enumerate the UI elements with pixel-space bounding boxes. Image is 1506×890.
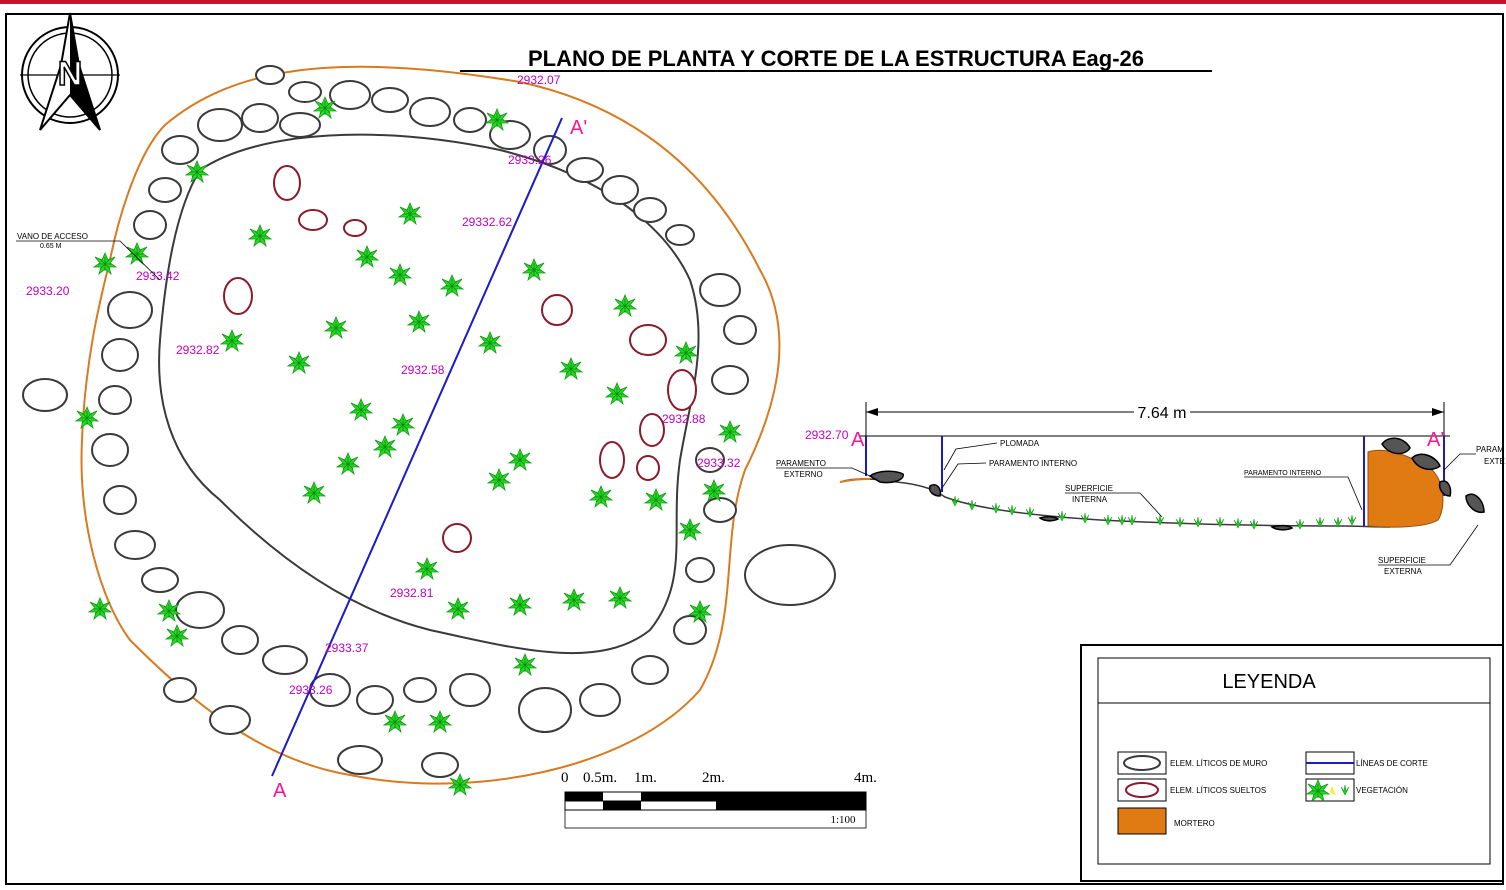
dimension-value: 7.64 m bbox=[1138, 405, 1187, 422]
section-letter-a-prime: A' bbox=[1427, 429, 1444, 451]
label-superficie-externa: EXTERNA bbox=[1384, 567, 1422, 576]
access-label: VANO DE ACCESO bbox=[17, 232, 88, 241]
legend-label: ELEM. LÍTICOS DE MURO bbox=[1170, 759, 1267, 768]
legend-title: LEYENDA bbox=[1222, 671, 1316, 693]
scale-tick-label: 0.5m. bbox=[583, 770, 617, 786]
section-view: 7.64 m bbox=[776, 402, 1505, 576]
svg-text:N: N bbox=[58, 55, 83, 93]
scale-tick-label: 2m. bbox=[702, 770, 725, 786]
label-plomada: PLOMADA bbox=[1000, 439, 1040, 448]
elevation-label: 2932.58 bbox=[401, 363, 445, 377]
label-paramento-right: PARAM bbox=[1476, 445, 1504, 454]
leader-line bbox=[1378, 524, 1479, 566]
leader-line bbox=[941, 462, 987, 489]
vegetation-section bbox=[950, 495, 1357, 530]
loose-stones bbox=[223, 165, 697, 553]
vegetation-icon bbox=[1306, 779, 1350, 802]
wall-stones bbox=[22, 65, 836, 778]
sheet-frame bbox=[5, 13, 1504, 885]
section-letter-a: A bbox=[851, 429, 865, 451]
legend-label: LÍNEAS DE CORTE bbox=[1356, 759, 1428, 768]
access-leader bbox=[119, 240, 161, 281]
inner-wall-line bbox=[158, 133, 700, 655]
elevation-label: 2933.32 bbox=[697, 456, 741, 470]
label-superficie-interna: INTERNA bbox=[1072, 495, 1108, 504]
sheet-border-top bbox=[0, 0, 1506, 4]
wall-stone-icon bbox=[1123, 755, 1161, 771]
legend: LEYENDA ELEM. LÍTICOS DE MURO ELEM. LÍTI… bbox=[1080, 644, 1504, 882]
elevation-label: 29332.62 bbox=[462, 215, 512, 229]
structure-outline bbox=[80, 65, 781, 785]
loose-stone-icon bbox=[1125, 782, 1159, 798]
scale-tick-label: 4m. bbox=[854, 770, 877, 786]
drawing-title: PLANO DE PLANTA Y CORTE DE LA ESTRUCTURA… bbox=[528, 46, 1144, 71]
label-paramento-externo: EXTERNO bbox=[784, 470, 823, 479]
elevation-label: 2932.81 bbox=[390, 586, 434, 600]
label-superficie-interna: SUPERFICIE bbox=[1065, 484, 1113, 493]
label-superficie-externa: SUPERFICIE bbox=[1378, 556, 1426, 565]
elevation-label: 2932.82 bbox=[176, 343, 220, 357]
scale-bar: 0 0.5m. 1m. 2m. 4m. 1:100 bbox=[561, 770, 877, 829]
mortar-swatch-icon bbox=[1117, 807, 1167, 835]
dimension-arrow bbox=[1432, 408, 1444, 416]
cut-label-a: A bbox=[273, 780, 287, 802]
label-paramento-externo: PARAMENTO bbox=[776, 459, 826, 468]
elevation-label: 2932.07 bbox=[517, 73, 561, 87]
dimension-arrow bbox=[866, 408, 878, 416]
ground-profile-left bbox=[839, 478, 871, 483]
elevation-label: 2932.88 bbox=[662, 412, 706, 426]
legend-label: VEGETACIÓN bbox=[1356, 786, 1408, 795]
elevation-label: 2933.26 bbox=[289, 683, 333, 697]
leader-line bbox=[776, 467, 871, 477]
leader-line bbox=[1244, 476, 1363, 511]
scale-tick-label: 1m. bbox=[634, 770, 657, 786]
legend-label: MORTERO bbox=[1174, 819, 1215, 828]
ground-profile bbox=[839, 478, 1391, 528]
leader-line bbox=[943, 442, 998, 471]
elevation-label: 2933.20 bbox=[26, 284, 70, 298]
plan-view: A A' 2932.07 2933.26 29332.62 2933.42 29… bbox=[16, 65, 836, 802]
legend-label: ELEM. LÍTICOS SUELTOS bbox=[1170, 786, 1266, 795]
elevation-label: 2933.42 bbox=[136, 269, 180, 283]
elevation-label: 2933.37 bbox=[325, 641, 369, 655]
leader-line bbox=[1065, 492, 1163, 518]
leader-line bbox=[1443, 453, 1476, 471]
north-arrow-icon: N bbox=[20, 12, 120, 131]
elevation-label: 2933.26 bbox=[508, 153, 552, 167]
label-paramento-interno: PARAMENTO INTERNO bbox=[989, 459, 1077, 468]
cut-line-a-a bbox=[271, 117, 563, 777]
scale-ratio: 1:100 bbox=[830, 814, 856, 826]
access-width: 0.65 M bbox=[40, 243, 62, 250]
section-stones bbox=[868, 437, 1485, 531]
section-elevation: 2932.70 bbox=[805, 428, 849, 442]
label-paramento-right: EXTE bbox=[1484, 457, 1505, 466]
label-paramento-interno-right: PARAMENTO INTERNO bbox=[1244, 470, 1322, 477]
scale-tick-label: 0 bbox=[561, 770, 569, 786]
cut-label-a-prime: A' bbox=[570, 117, 587, 139]
